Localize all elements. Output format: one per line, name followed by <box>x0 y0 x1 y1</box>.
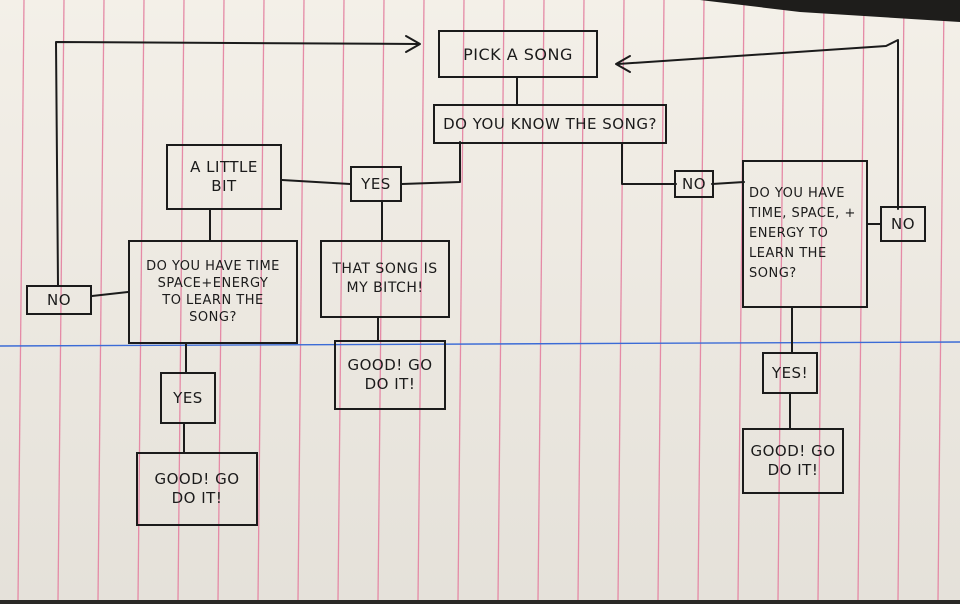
vertical-rule <box>937 0 945 601</box>
vertical-rule <box>737 0 745 601</box>
horizontal-rule <box>0 341 960 347</box>
vertical-rule <box>57 0 65 601</box>
no-left-label: NO <box>46 290 72 309</box>
vertical-rule <box>697 0 705 601</box>
vertical-rule <box>457 0 465 601</box>
pick-a-song-box: PICK A SONG <box>438 30 598 78</box>
vertical-rule <box>337 0 345 601</box>
yes-center-label: YES <box>361 174 391 193</box>
no-mid-label: NO <box>681 174 707 193</box>
no-left-box: NO <box>26 285 92 315</box>
connector-left-question-to-no <box>91 291 129 297</box>
vertical-rule <box>897 0 905 601</box>
connector-know-to-yes <box>401 141 461 185</box>
right-time-space-question-box: DO YOU HAVE TIME, SPACE, + ENERGY TO LEA… <box>742 160 868 308</box>
good-go-do-it-left-label: GOOD! GO DO IT! <box>154 470 240 507</box>
good-go-do-it-center-box: GOOD! GO DO IT! <box>334 340 446 410</box>
left-time-space-question-box: DO YOU HAVE TIME SPACE+ENERGY TO LEARN T… <box>128 240 298 344</box>
yes-right-box: YES! <box>762 352 818 394</box>
vertical-rule <box>777 0 785 601</box>
vertical-rule <box>377 0 385 601</box>
vertical-rule <box>537 0 545 601</box>
left-time-space-question-label: DO YOU HAVE TIME SPACE+ENERGY TO LEARN T… <box>146 259 280 325</box>
arrowhead-pick-song-right <box>615 55 631 73</box>
vertical-rule <box>817 0 825 601</box>
vertical-rule <box>497 0 505 601</box>
vertical-rule <box>617 0 625 601</box>
vertical-rule <box>17 0 25 601</box>
good-go-do-it-center-label: GOOD! GO DO IT! <box>347 356 433 393</box>
vertical-rule <box>857 0 865 601</box>
table-background <box>700 0 960 22</box>
know-the-song-label: DO YOU KNOW THE SONG? <box>443 114 657 133</box>
yes-left-box: YES <box>160 372 216 424</box>
connector-no-right-to-pick-song <box>617 39 899 210</box>
a-little-bit-label: A LITTLE BIT <box>190 158 258 195</box>
connector-know-to-no-mid <box>621 143 677 185</box>
vertical-rule <box>417 0 425 601</box>
connector-no-mid-to-right-question <box>711 181 745 185</box>
good-go-do-it-right-box: GOOD! GO DO IT! <box>742 428 844 494</box>
vertical-rule <box>297 0 305 601</box>
that-song-is-mine-box: THAT SONG IS MY BITCH! <box>320 240 450 318</box>
no-mid-box: NO <box>674 170 714 198</box>
that-song-is-mine-label: THAT SONG IS MY BITCH! <box>332 261 438 296</box>
vertical-rule <box>257 0 265 601</box>
connector-yes-to-little-bit <box>281 179 351 185</box>
vertical-rule <box>137 0 145 601</box>
yes-right-label: YES! <box>771 363 809 382</box>
vertical-rule <box>177 0 185 601</box>
yes-center-box: YES <box>350 166 402 202</box>
vertical-rule <box>97 0 105 601</box>
no-right-box: NO <box>880 206 926 242</box>
pick-a-song-label: PICK A SONG <box>463 44 573 64</box>
good-go-do-it-right-label: GOOD! GO DO IT! <box>750 442 836 479</box>
a-little-bit-box: A LITTLE BIT <box>166 144 282 210</box>
arrowhead-pick-song-left <box>405 35 421 53</box>
know-the-song-box: DO YOU KNOW THE SONG? <box>433 104 667 144</box>
vertical-rule <box>577 0 585 601</box>
good-go-do-it-left-box: GOOD! GO DO IT! <box>136 452 258 526</box>
vertical-rule <box>217 0 225 601</box>
no-right-label: NO <box>890 214 916 233</box>
connector-no-left-to-pick-song <box>55 41 419 286</box>
yes-left-label: YES <box>173 388 203 407</box>
right-time-space-question-label: DO YOU HAVE TIME, SPACE, + ENERGY TO LEA… <box>749 186 856 281</box>
vertical-rule <box>657 0 665 601</box>
